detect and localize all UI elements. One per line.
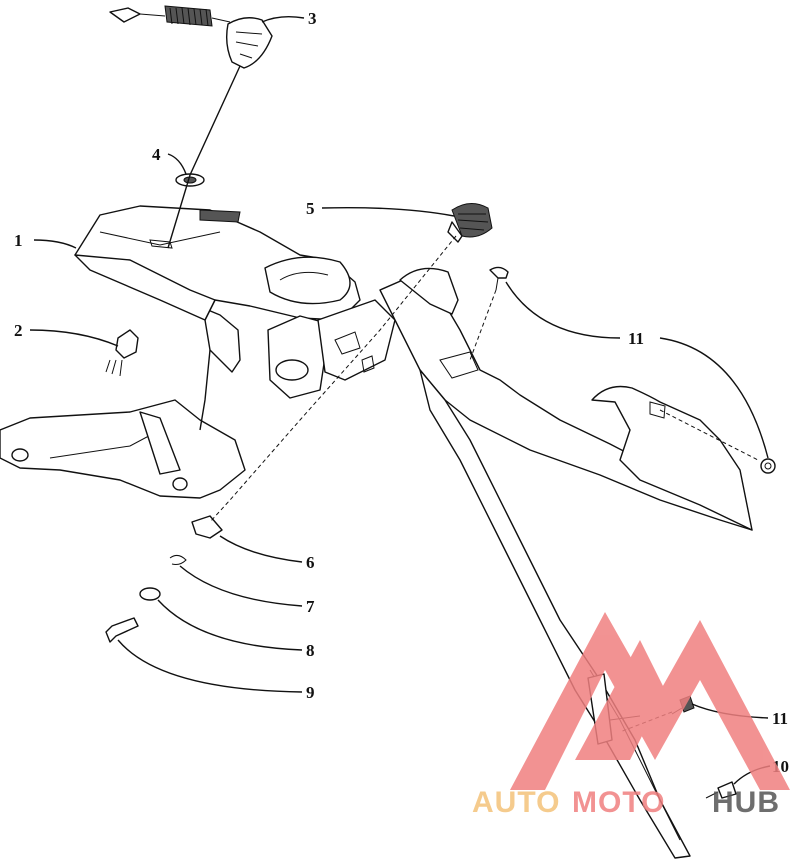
watermark-triangle-inner xyxy=(575,640,665,760)
switch-connector xyxy=(105,329,139,377)
spring-washer xyxy=(169,554,187,565)
watermark-text-hub: HUB xyxy=(712,786,780,819)
fastener-stack xyxy=(105,515,223,643)
callout-7: 7 xyxy=(306,597,315,616)
leader-6 xyxy=(219,535,303,563)
screw-top xyxy=(489,266,509,291)
bolt xyxy=(105,617,139,643)
leader-7 xyxy=(179,565,303,607)
clip-nut xyxy=(191,515,223,539)
callout-6: 6 xyxy=(306,553,315,572)
leader-11a xyxy=(505,281,621,339)
callout-8: 8 xyxy=(306,641,315,660)
watermark-text-moto: MOTO xyxy=(572,786,665,819)
knob-cap xyxy=(447,203,493,243)
automotohub-watermark: AUTO MOTO HUB xyxy=(472,612,790,819)
flat-washer xyxy=(139,587,161,601)
callout-3: 3 xyxy=(308,9,317,28)
callout-5: 5 xyxy=(306,199,315,218)
cap-nut-right xyxy=(760,458,776,474)
leader-1 xyxy=(33,239,77,249)
key-with-spring-lanyard xyxy=(109,5,273,69)
callout-2: 2 xyxy=(14,321,23,340)
dashed-assembly-line-11 xyxy=(469,289,497,361)
callout-1: 1 xyxy=(14,231,23,250)
screw-10 xyxy=(705,781,737,799)
dashed-assembly-line-11b xyxy=(659,409,759,461)
callout-4: 4 xyxy=(152,145,161,164)
callout-11-top: 11 xyxy=(628,329,644,348)
callout-9: 9 xyxy=(306,683,315,702)
key-insert-line xyxy=(167,65,241,249)
leader-11a-b xyxy=(659,337,769,459)
leader-2 xyxy=(29,329,119,347)
inner-shield-panel xyxy=(0,205,396,499)
dashed-assembly-line-5 xyxy=(209,235,457,523)
leader-5 xyxy=(321,206,455,217)
side-cover-panel xyxy=(379,267,753,859)
leader-9 xyxy=(117,639,303,693)
leader-3 xyxy=(261,15,305,23)
leader-8 xyxy=(157,599,303,651)
callout-11-bottom: 11 xyxy=(772,709,788,728)
leader-4 xyxy=(167,153,187,175)
watermark-text-auto: AUTO xyxy=(472,786,560,819)
